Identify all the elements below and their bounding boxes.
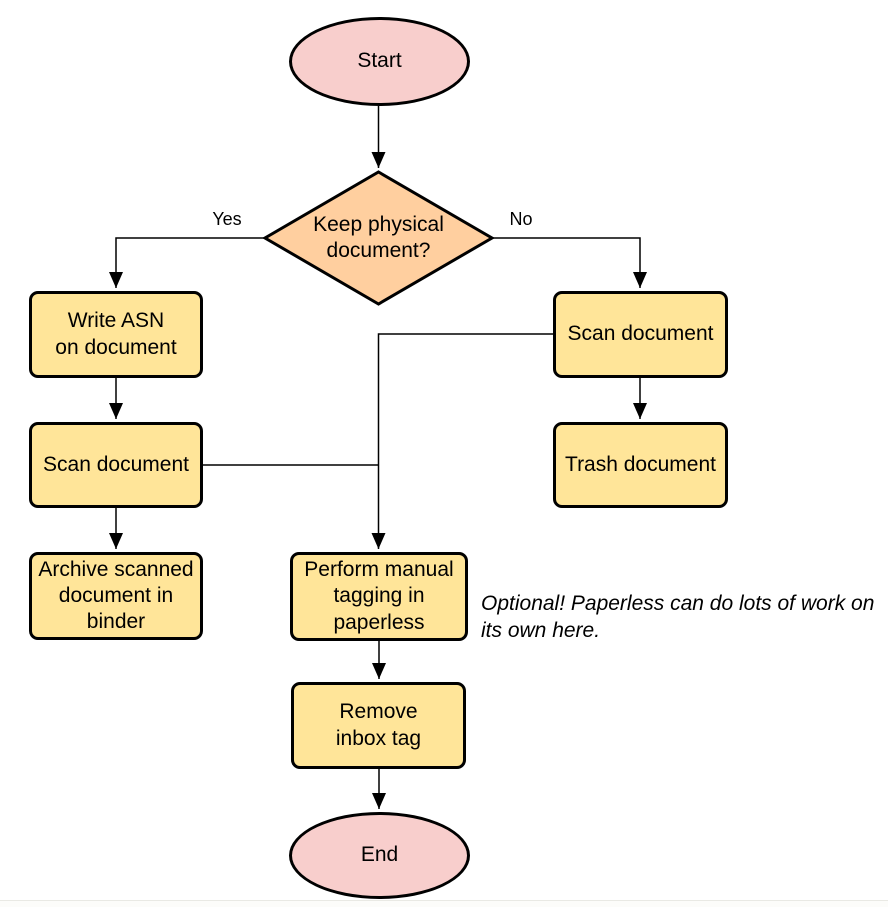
edge-decision-yes-to-write-asn (109, 237, 265, 288)
decision-diamond-shape (262, 170, 495, 306)
page-bottom-divider (0, 900, 888, 907)
node-start: Start (289, 17, 470, 106)
node-scan-document-right-label: Scan document (567, 322, 714, 346)
node-start-label: Start (357, 49, 402, 73)
node-archive-binder-label: Archive scanned document in binder (38, 557, 194, 634)
node-trash-document: Trash document (553, 422, 728, 508)
edge-decision-no-to-scan-right (492, 237, 647, 288)
node-remove-inbox-tag: Remove inbox tag (291, 682, 466, 769)
node-remove-inbox-tag-label: Remove inbox tag (335, 700, 422, 750)
edge-scan-right-to-tagging (371, 333, 553, 549)
node-decision: Keep physical document? (265, 172, 492, 304)
annotation-note: Optional! Paperless can do lots of work … (481, 592, 875, 643)
node-scan-document-left: Scan document (29, 422, 203, 508)
edge-label-no: No (509, 209, 533, 229)
node-write-asn: Write ASN on document (29, 291, 203, 378)
node-archive-binder: Archive scanned document in binder (29, 552, 203, 640)
edge-label-yes: Yes (212, 209, 242, 229)
node-scan-document-left-label: Scan document (43, 452, 189, 476)
node-manual-tagging-label: Perform manual tagging in paperless (304, 558, 454, 634)
node-end-label: End (360, 843, 399, 867)
node-scan-document-right: Scan document (553, 291, 728, 378)
node-decision-label: Keep physical document? (313, 212, 444, 262)
node-trash-document-label: Trash document (565, 452, 716, 476)
node-write-asn-label: Write ASN on document (55, 309, 177, 359)
node-end: End (289, 812, 470, 899)
node-manual-tagging: Perform manual tagging in paperless (290, 552, 468, 641)
